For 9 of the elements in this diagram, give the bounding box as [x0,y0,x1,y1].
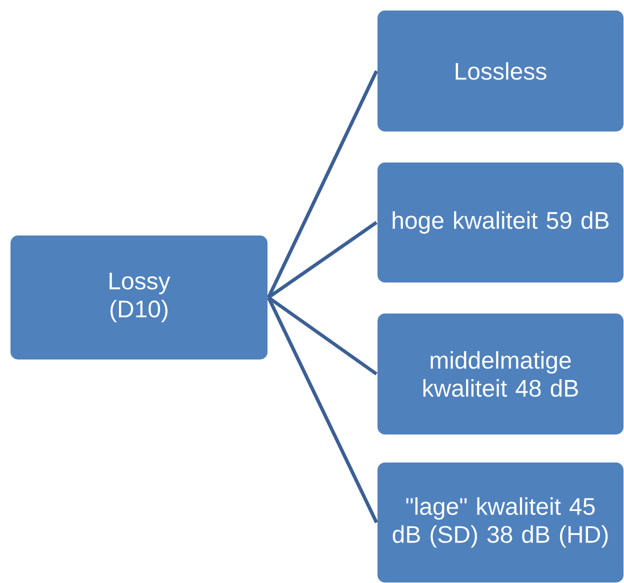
connector-line [266,296,378,524]
process-box: Lossless [376,10,624,132]
process-box: middelmatige kwaliteit 48 dB [376,312,624,436]
process-box: Lossy (D10) [10,234,268,360]
connector-line [266,70,378,298]
process-box: hoge kwaliteit 59 dB [376,162,624,284]
process-box: "lage" kwaliteit 45 dB (SD) 38 dB (HD) [376,462,624,583]
connector-line [268,221,378,299]
connector-line [268,296,378,376]
